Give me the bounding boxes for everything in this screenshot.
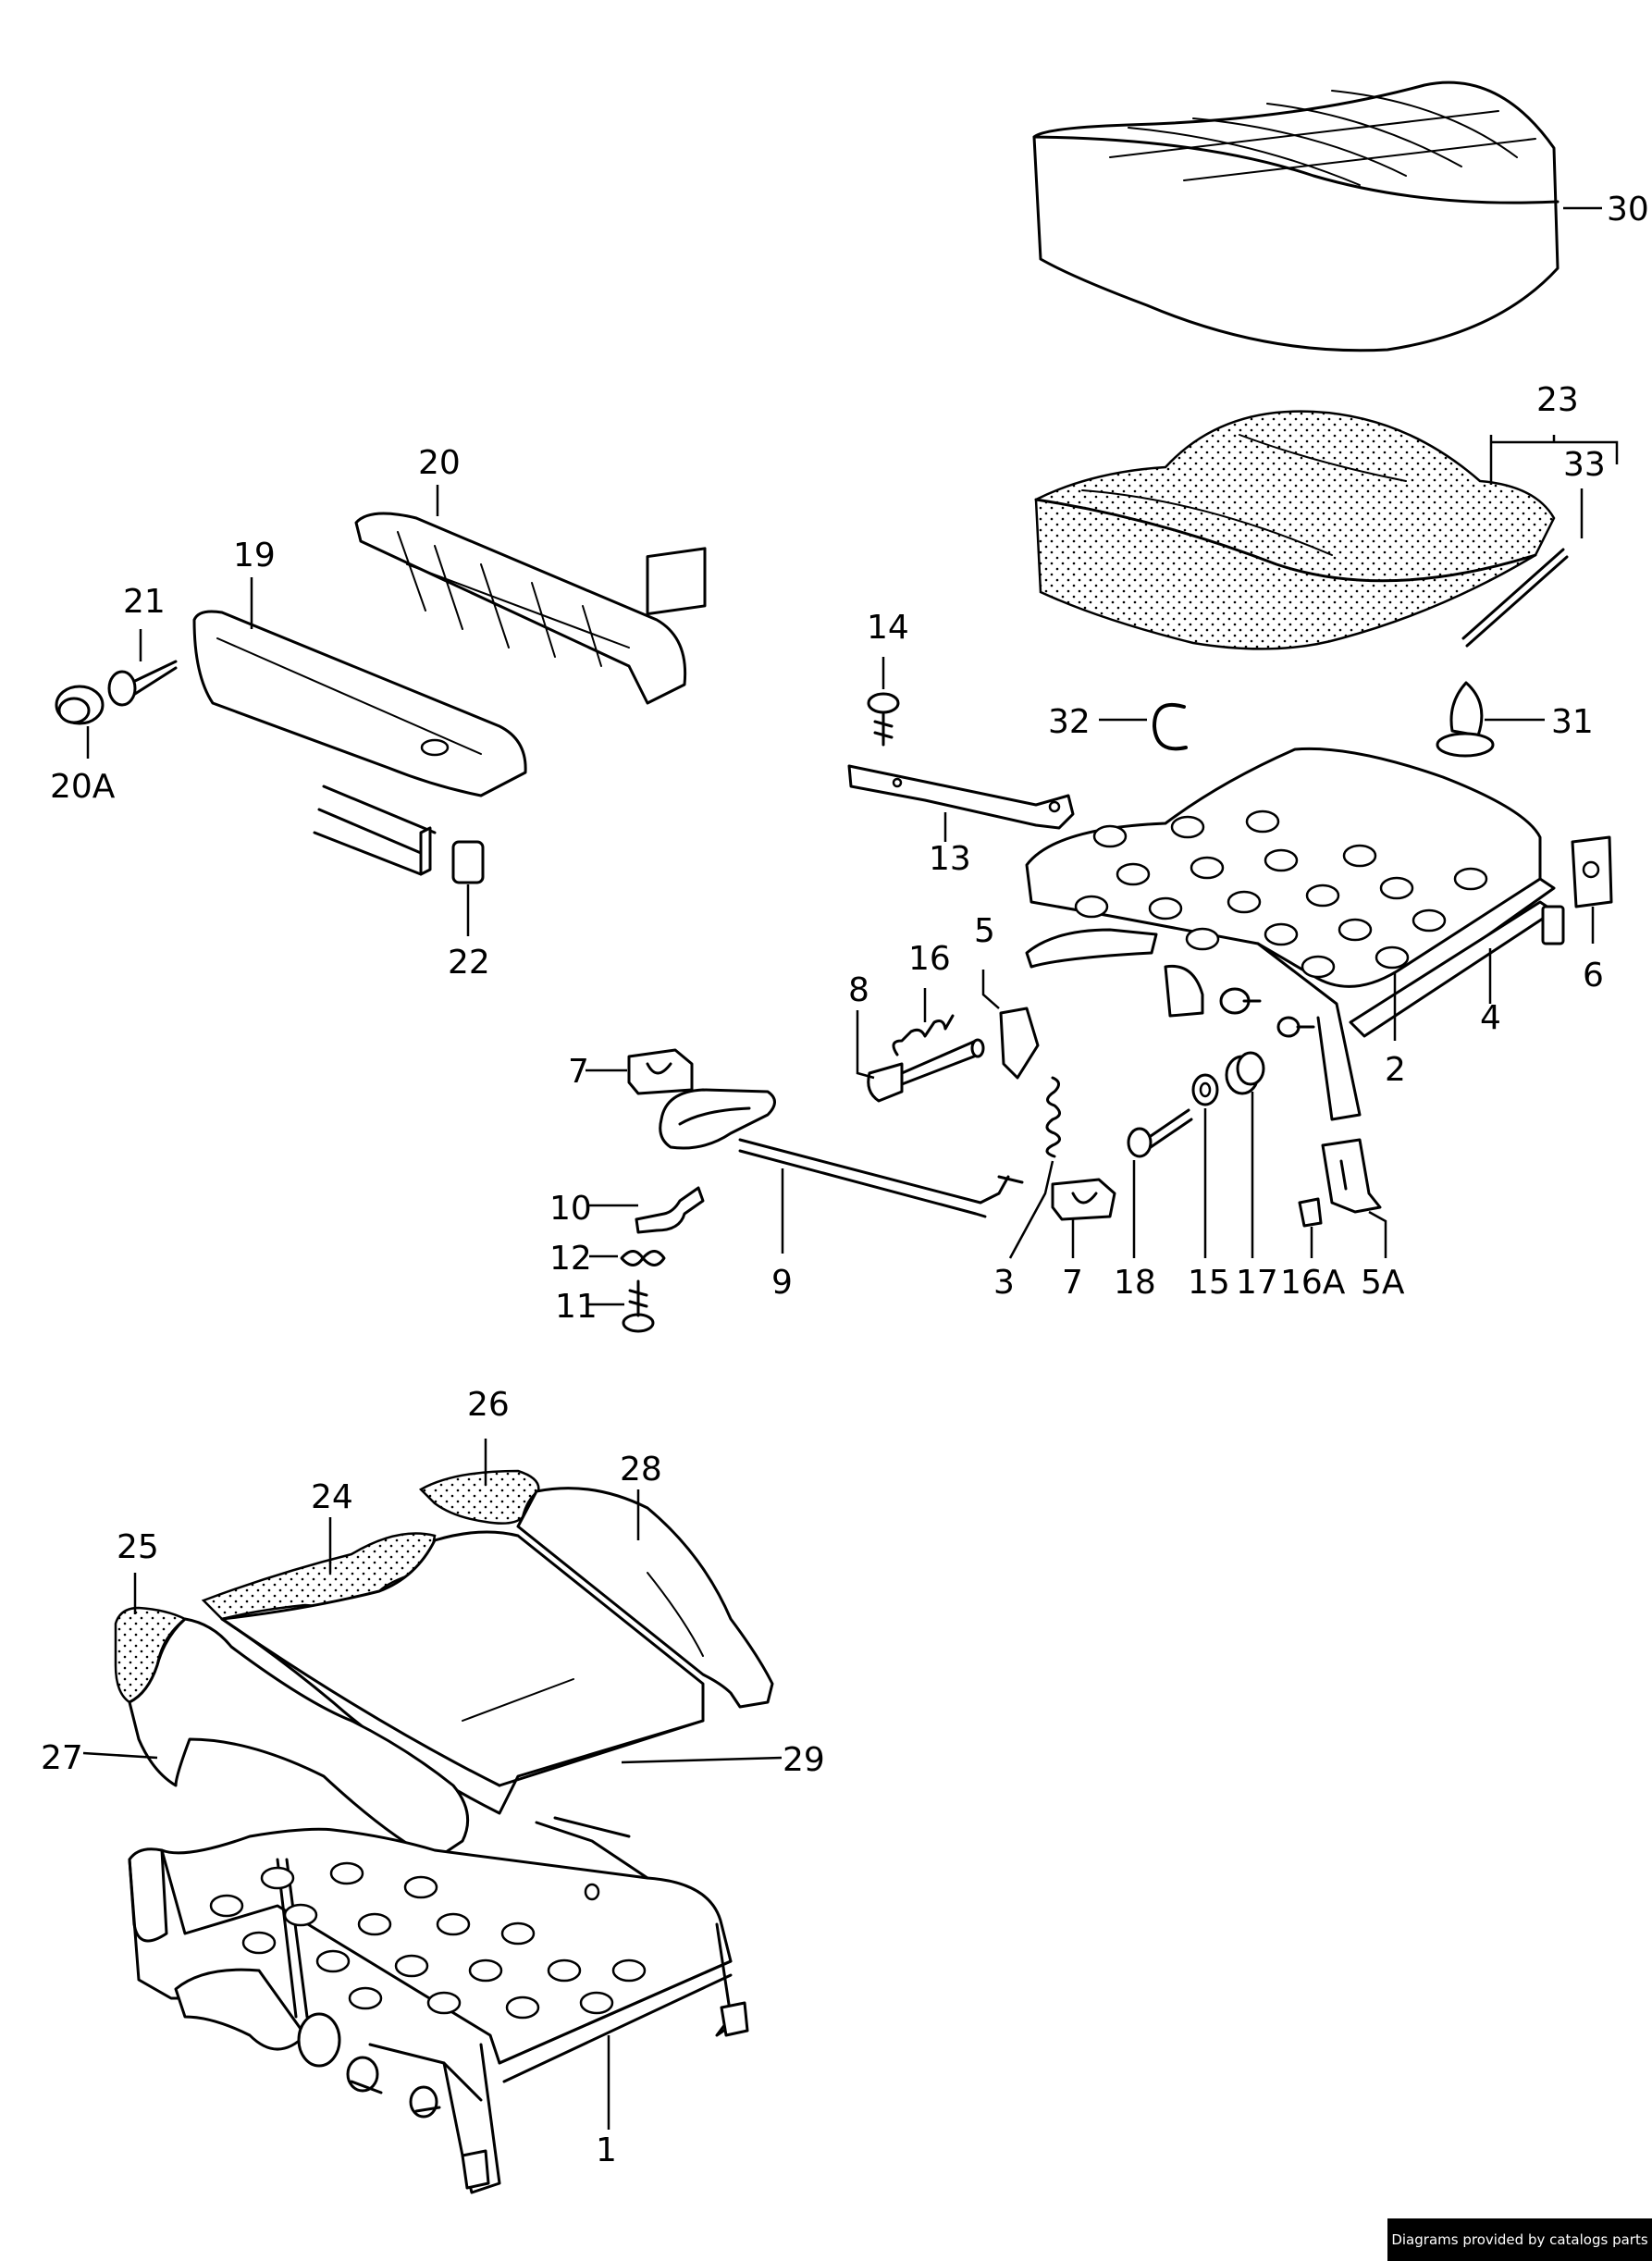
label-30: 30 — [1607, 191, 1649, 229]
trim-strip — [313, 785, 437, 876]
label-3: 3 — [993, 1264, 1015, 1302]
label-28: 28 — [620, 1451, 662, 1489]
label-10: 10 — [549, 1190, 592, 1228]
part-21-screw[interactable] — [107, 660, 178, 707]
part-16a-clip[interactable] — [1298, 1197, 1323, 1228]
part-26-padding[interactable] — [418, 1469, 540, 1525]
part-30-seat-cover[interactable] — [1032, 80, 1560, 352]
part-22-clip[interactable] — [451, 840, 485, 884]
part-19-side-trim[interactable] — [192, 610, 527, 797]
label-6: 6 — [1583, 957, 1604, 995]
part-5a-bracket[interactable] — [1321, 1138, 1382, 1214]
label-20a: 20A — [50, 768, 116, 806]
part-labels: 30 23 33 20 19 21 20A 22 14 13 32 31 6 4… — [41, 191, 1649, 2169]
label-18: 18 — [1114, 1264, 1156, 1302]
leader-lines — [82, 206, 1619, 2130]
label-5: 5 — [974, 912, 995, 950]
label-21: 21 — [123, 583, 166, 621]
label-5a: 5A — [1361, 1264, 1405, 1302]
label-9: 9 — [771, 1264, 793, 1302]
label-24: 24 — [311, 1478, 353, 1516]
credit-banner: Diagrams provided by catalogs parts — [1387, 2218, 1652, 2261]
part-27-bolster-left[interactable] — [128, 1617, 470, 1861]
label-29: 29 — [783, 1741, 825, 1779]
part-3-spring[interactable] — [1045, 1076, 1061, 1158]
part-13-bracket[interactable] — [847, 764, 1075, 830]
label-27: 27 — [41, 1739, 83, 1777]
label-16a: 16A — [1280, 1264, 1346, 1302]
part-28-bolster-right[interactable] — [516, 1487, 774, 1709]
label-1: 1 — [596, 2131, 617, 2169]
label-25: 25 — [117, 1528, 159, 1566]
label-11: 11 — [555, 1288, 598, 1326]
part-12-washer[interactable] — [620, 1250, 666, 1266]
label-12: 12 — [549, 1240, 592, 1278]
part-15-washer[interactable] — [1191, 1073, 1219, 1106]
label-7-lower: 7 — [1062, 1264, 1083, 1302]
label-31: 31 — [1551, 703, 1594, 741]
label-17: 17 — [1236, 1264, 1278, 1302]
label-33: 33 — [1563, 446, 1606, 484]
part-8-lever-shaft[interactable] — [867, 1038, 985, 1103]
part-23-seat-cushion[interactable] — [1034, 410, 1556, 650]
label-15: 15 — [1188, 1264, 1230, 1302]
label-2: 2 — [1385, 1051, 1406, 1089]
part-2-seat-pan[interactable] — [1025, 747, 1565, 1121]
part-20a-cap[interactable] — [55, 685, 105, 725]
label-4: 4 — [1480, 999, 1501, 1037]
label-16: 16 — [908, 940, 951, 978]
part-6-slide-stop[interactable] — [1571, 835, 1613, 908]
part-32-c-clip[interactable] — [1153, 702, 1188, 751]
part-7-clip-lower[interactable] — [1051, 1178, 1116, 1221]
part-1-seat-frame[interactable] — [128, 1816, 749, 2194]
label-13: 13 — [929, 840, 971, 878]
label-20: 20 — [418, 444, 461, 482]
part-18-screw[interactable] — [1127, 1108, 1193, 1158]
label-26: 26 — [467, 1386, 510, 1424]
part-9-release-handle[interactable] — [659, 1088, 1024, 1218]
part-31-push-rivet[interactable] — [1436, 681, 1495, 758]
part-5-bracket[interactable] — [999, 1007, 1040, 1080]
part-10-bracket[interactable] — [635, 1186, 705, 1234]
label-23: 23 — [1536, 381, 1579, 419]
part-14-screw[interactable] — [867, 692, 900, 747]
part-11-screw[interactable] — [622, 1279, 655, 1333]
part-20-trim-carrier[interactable] — [354, 512, 707, 705]
label-32: 32 — [1048, 703, 1091, 741]
label-14: 14 — [867, 609, 909, 647]
label-8: 8 — [848, 971, 869, 1009]
part-7-clip-upper[interactable] — [627, 1048, 694, 1095]
part-33-wire[interactable] — [1461, 548, 1569, 648]
part-29-cushion-main[interactable] — [220, 1530, 705, 1815]
label-19: 19 — [233, 537, 276, 575]
part-16-spring[interactable] — [892, 1014, 955, 1056]
part-17-bushing[interactable] — [1225, 1051, 1265, 1095]
label-7-upper: 7 — [568, 1053, 589, 1091]
label-22: 22 — [448, 944, 490, 982]
